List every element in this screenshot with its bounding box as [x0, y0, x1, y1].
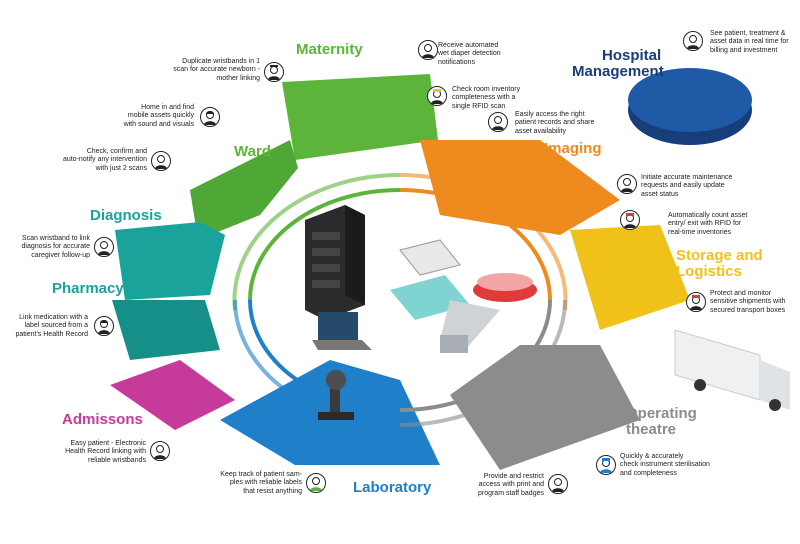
person-avatar-icon — [683, 31, 703, 51]
storage-segment — [570, 225, 690, 330]
person-avatar-icon — [264, 62, 284, 82]
diagnosis-segment — [115, 222, 225, 300]
person-avatar-icon — [596, 455, 616, 475]
person-avatar-icon — [306, 473, 326, 493]
person-avatar-icon — [150, 441, 170, 461]
admissions-segment — [110, 360, 235, 430]
person-avatar-icon — [427, 86, 447, 106]
person-avatar-icon — [686, 292, 706, 312]
imaging-segment — [420, 140, 620, 235]
section-title-laboratory: Laboratory — [353, 479, 432, 496]
server-rack-icon — [305, 205, 365, 320]
person-avatar-icon — [151, 151, 171, 171]
section-title-pharmacy: Pharmacy — [52, 280, 124, 297]
person-avatar-icon — [548, 474, 568, 494]
laptop-icon — [312, 312, 372, 350]
section-title-diagnosis: Diagnosis — [90, 207, 162, 224]
wristband-icon — [473, 273, 537, 302]
section-title-imaging: Imaging — [544, 140, 602, 157]
rfid-reader-icon — [440, 300, 500, 353]
section-title-ward: Ward — [234, 143, 271, 160]
ward-segment — [190, 140, 298, 240]
hospital-management-platform-top — [628, 68, 752, 132]
person-avatar-icon — [200, 107, 220, 127]
person-avatar-icon — [418, 40, 438, 60]
person-avatar-icon — [94, 316, 114, 336]
maternity-segment — [282, 74, 438, 160]
person-avatar-icon — [94, 237, 114, 257]
person-avatar-icon — [488, 112, 508, 132]
microscope-icon — [318, 370, 354, 420]
truck-icon — [674, 329, 790, 411]
note-hospital-management: See patient, treatment &asset data in re… — [710, 30, 789, 54]
person-avatar-icon — [617, 174, 637, 194]
note-laboratory: Keep track of patient sam-ples with reli… — [220, 471, 302, 495]
section-title-admissions: Admissons — [62, 411, 143, 428]
operating-segment — [450, 345, 640, 470]
pharmacy-segment — [112, 300, 220, 360]
section-title-maternity: Maternity — [296, 41, 363, 58]
center-arcs — [232, 172, 568, 427]
person-avatar-icon — [620, 210, 640, 230]
